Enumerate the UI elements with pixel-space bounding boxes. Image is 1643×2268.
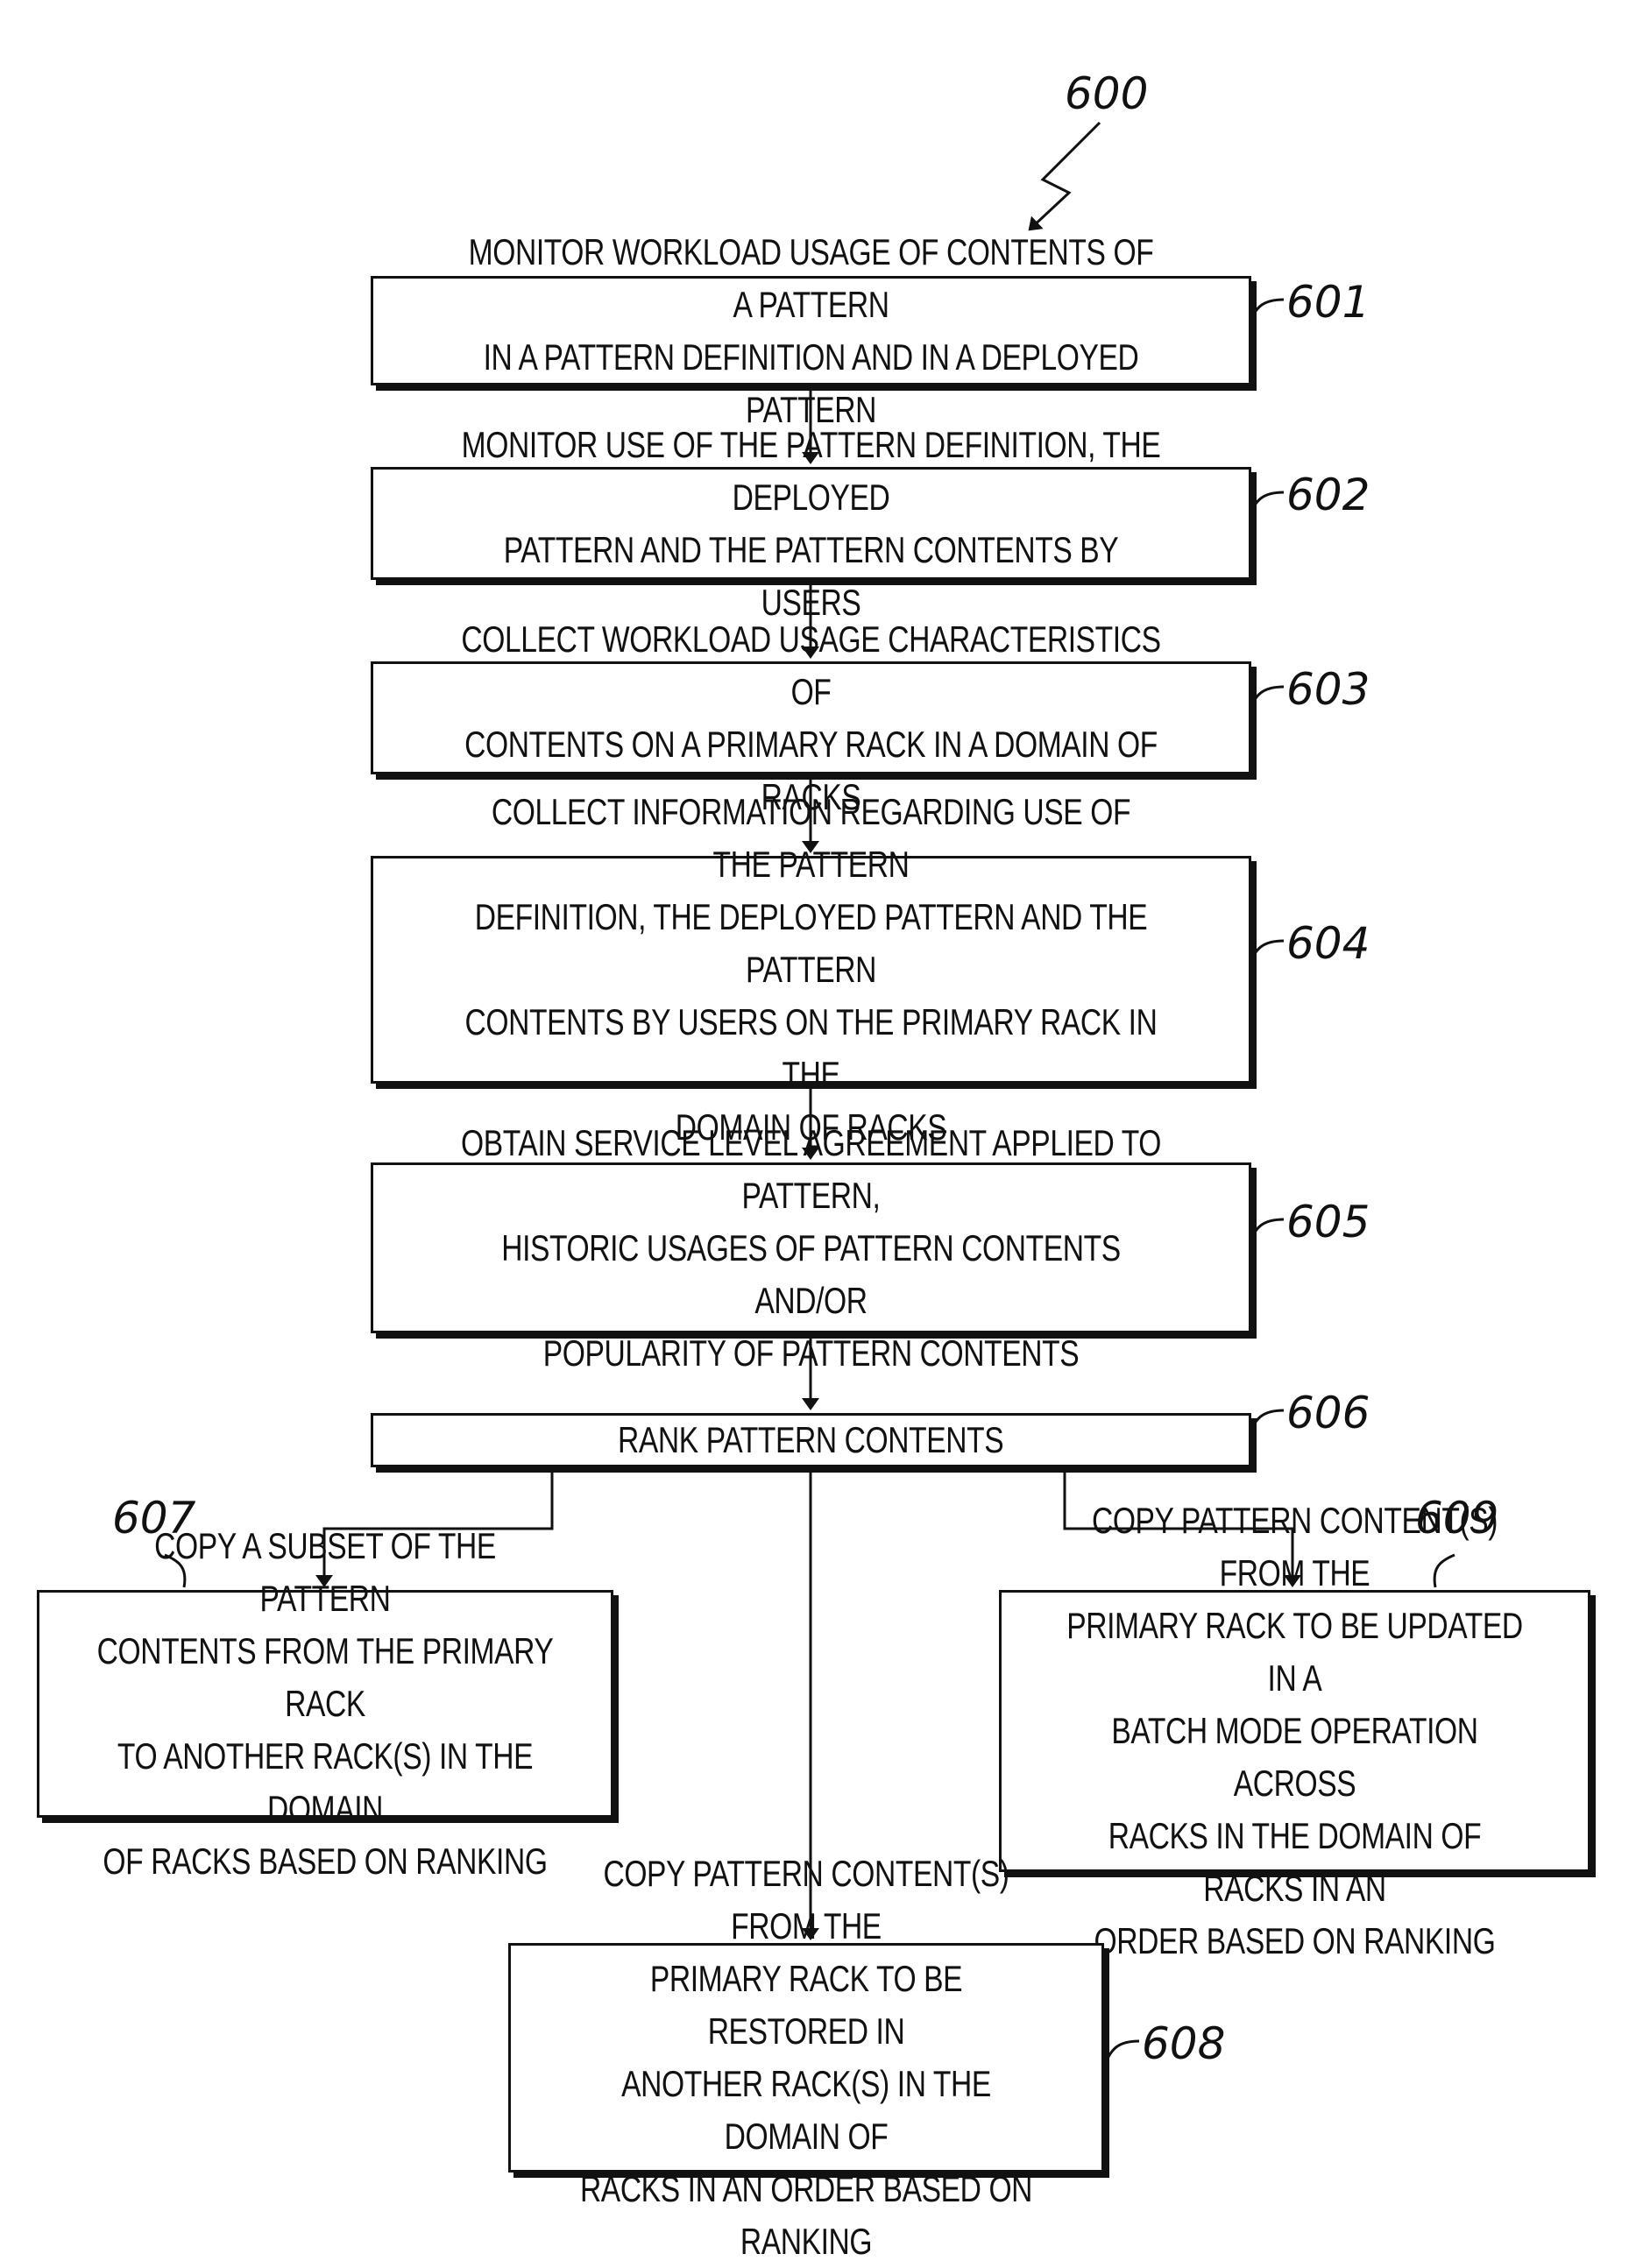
ref-604: 604 <box>1286 922 1370 965</box>
step-605-text: OBTAIN SERVICE LEVEL AGREEMENT APPLIED T… <box>461 1117 1161 1380</box>
step-606-text: RANK PATTERN CONTENTS <box>618 1414 1003 1466</box>
step-609-box: COPY PATTERN CONTENT(S) FROM THE PRIMARY… <box>999 1590 1590 1872</box>
ref-609: 609 <box>1415 1496 1498 1540</box>
step-601-box: MONITOR WORKLOAD USAGE OF CONTENTS OF A … <box>371 276 1251 385</box>
step-603-box: COLLECT WORKLOAD USAGE CHARACTERISTICS O… <box>371 661 1251 774</box>
ref-606: 606 <box>1286 1391 1370 1435</box>
step-602-text: MONITOR USE OF THE PATTERN DEFINITION, T… <box>461 419 1161 629</box>
step-601-text: MONITOR WORKLOAD USAGE OF CONTENTS OF A … <box>461 226 1161 436</box>
step-605-box: OBTAIN SERVICE LEVEL AGREEMENT APPLIED T… <box>371 1162 1251 1333</box>
leader-602 <box>1249 492 1284 519</box>
step-602-box: MONITOR USE OF THE PATTERN DEFINITION, T… <box>371 467 1251 580</box>
figure-pointer-arrow <box>1030 123 1100 230</box>
leader-608 <box>1104 2041 1139 2067</box>
ref-607: 607 <box>112 1496 195 1540</box>
step-604-text: COLLECT INFORMATION REGARDING USE OF THE… <box>461 786 1161 1154</box>
step-608-box: COPY PATTERN CONTENT(S) FROM THE PRIMARY… <box>508 1943 1104 2173</box>
ref-608: 608 <box>1142 2022 1225 2066</box>
figure-number: 600 <box>1065 72 1148 116</box>
ref-601: 601 <box>1286 280 1370 324</box>
ref-605: 605 <box>1286 1200 1370 1244</box>
step-608-text: COPY PATTERN CONTENT(S) FROM THE PRIMARY… <box>570 1848 1042 2268</box>
step-606-box: RANK PATTERN CONTENTS <box>371 1413 1251 1467</box>
step-607-text: COPY A SUBSET OF THE PATTERN CONTENTS FR… <box>96 1520 554 1888</box>
leader-606 <box>1249 1410 1284 1437</box>
ref-602: 602 <box>1286 473 1370 517</box>
step-609-text: COPY PATTERN CONTENT(S) FROM THE PRIMARY… <box>1060 1494 1529 1968</box>
leader-605 <box>1249 1219 1284 1246</box>
leader-603 <box>1249 687 1284 713</box>
step-607-box: COPY A SUBSET OF THE PATTERN CONTENTS FR… <box>37 1590 613 1818</box>
leader-604 <box>1249 941 1284 967</box>
leader-601 <box>1249 300 1284 326</box>
ref-603: 603 <box>1286 668 1370 711</box>
step-604-box: COLLECT INFORMATION REGARDING USE OF THE… <box>371 856 1251 1084</box>
